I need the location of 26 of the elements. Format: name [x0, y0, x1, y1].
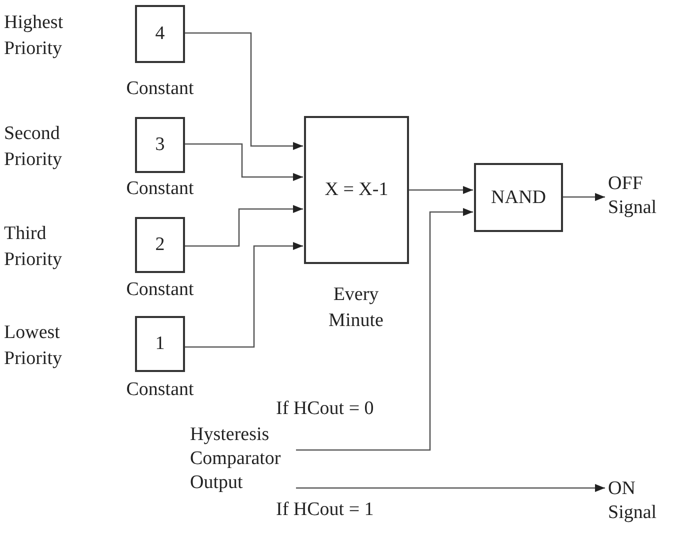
- arrow: [409, 186, 473, 194]
- output-label: OFF Signal: [608, 172, 678, 220]
- arrow: [185, 32, 303, 150]
- node-caption: Constant: [125, 278, 195, 302]
- node-caption: Every Minute: [328, 283, 384, 333]
- node-caption: Constant: [125, 177, 195, 201]
- arrow: [296, 208, 473, 451]
- input-label: Hysteresis Comparator Output: [190, 422, 294, 496]
- node-caption: Constant: [125, 378, 195, 402]
- node-caption: Second Priority: [4, 122, 64, 172]
- node-caption: Lowest Priority: [4, 321, 64, 371]
- arrow: [185, 205, 303, 247]
- arrow: [563, 193, 605, 201]
- constant-box: 1: [135, 316, 185, 372]
- node-caption: Constant: [125, 77, 195, 101]
- arrow: [185, 242, 303, 348]
- constant-box: 4: [135, 5, 185, 63]
- output-label: ON Signal: [608, 477, 678, 525]
- constant-box: 2: [135, 217, 185, 273]
- process-box: X = X-1: [304, 116, 409, 264]
- gate-box: NAND: [474, 163, 563, 232]
- arrow: [296, 484, 605, 492]
- constant-box: 3: [135, 117, 185, 173]
- node-caption: Third Priority: [4, 222, 64, 272]
- arrow: [185, 143, 303, 181]
- node-caption: Highest Priority: [4, 11, 64, 61]
